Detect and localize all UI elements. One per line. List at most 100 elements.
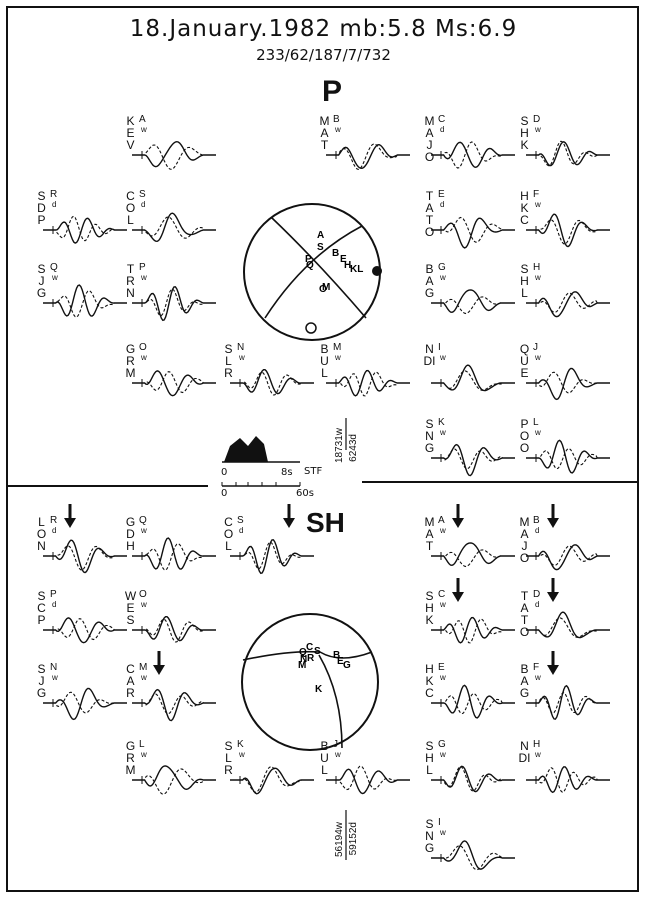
station-code: SLR — [224, 739, 233, 777]
p-section-label: P — [322, 75, 343, 108]
station-record-type: w — [535, 750, 541, 759]
station-letter: J — [333, 739, 338, 750]
station-record-type: w — [440, 673, 446, 682]
station-code: WES — [124, 589, 137, 627]
p-sphere-station-label: P — [305, 254, 312, 265]
station-code: SNG — [424, 417, 435, 455]
waveform-trace — [230, 766, 314, 795]
figure-frame — [6, 6, 639, 892]
p-sphere-station-label: E — [340, 254, 347, 265]
waveform-trace — [431, 616, 515, 644]
station-record-type: w — [239, 750, 245, 759]
synthetic-waveform — [526, 545, 610, 566]
station-record-type: d — [141, 200, 146, 209]
waveform-trace — [326, 369, 410, 397]
sh-sphere-station-label: N — [300, 654, 307, 665]
synthetic-waveform — [526, 140, 610, 167]
sh-amplitude-d: 59152d — [348, 822, 359, 856]
station-letter: G — [438, 739, 446, 750]
synthetic-waveform — [431, 765, 515, 792]
waveform-trace — [431, 840, 515, 871]
station-code: BAG — [424, 262, 435, 300]
observed-waveform — [431, 289, 515, 314]
station-code: TATO — [519, 589, 530, 639]
observed-waveform — [431, 443, 515, 477]
sh-section-label: SH — [306, 507, 345, 538]
arrow-down-icon — [547, 651, 559, 675]
waveform-trace — [43, 539, 127, 574]
station-code: COL — [125, 189, 136, 227]
figure-title: 18.January.1982 mb:5.8 Ms:6.9 — [129, 16, 518, 42]
station-code: MAT — [424, 515, 435, 553]
station-letter: K — [438, 417, 445, 428]
observed-waveform — [132, 537, 216, 570]
observed-waveform — [526, 213, 610, 248]
synthetic-waveform — [230, 371, 314, 396]
waveform-trace — [431, 765, 515, 793]
arrow-down-icon — [452, 504, 464, 528]
sh-sphere-station-label: M — [298, 660, 306, 671]
p-sphere-station-label: B — [332, 248, 339, 259]
station-code: HKC — [425, 662, 434, 700]
station-letter: S — [237, 515, 244, 526]
synthetic-waveform — [132, 693, 216, 715]
synthetic-waveform — [132, 618, 216, 643]
station-record-type: w — [440, 526, 446, 535]
station-code: CAR — [126, 662, 135, 700]
waveform-trace — [326, 143, 410, 170]
waveform-trace — [230, 539, 314, 575]
waveform-trace — [431, 684, 515, 719]
synthetic-waveform — [431, 370, 515, 391]
station-record-type: w — [440, 353, 446, 362]
p-sphere-station-label: Q — [306, 260, 314, 271]
waveform-trace — [526, 544, 610, 571]
p-nodal-plane-1 — [271, 217, 367, 319]
station-letter: Q — [139, 515, 147, 526]
station-code: SHK — [520, 114, 529, 152]
station-letter: M — [333, 342, 342, 353]
station-code: SLR — [224, 342, 233, 380]
station-letter: N — [237, 342, 245, 353]
synthetic-waveform — [43, 618, 127, 641]
synthetic-waveform — [431, 448, 515, 470]
p-nodal-plane-2 — [264, 225, 363, 319]
synthetic-waveform — [132, 144, 216, 170]
station-record-type: w — [141, 125, 147, 134]
synthetic-waveform — [431, 549, 515, 568]
observed-waveform — [526, 766, 610, 794]
synthetic-waveform — [132, 543, 216, 571]
station-code: SJG — [36, 662, 47, 700]
observed-waveform — [43, 539, 127, 574]
station-record-type: w — [535, 353, 541, 362]
station-code: SHL — [425, 739, 434, 777]
station-letter: H — [533, 262, 541, 273]
station-code: MAJO — [519, 515, 530, 565]
station-letter: D — [533, 114, 541, 125]
waveform-trace — [43, 617, 127, 644]
observed-waveform — [132, 140, 216, 168]
p-sphere-station-label: S — [317, 242, 324, 253]
observed-waveform — [526, 544, 610, 571]
observed-waveform — [43, 217, 127, 244]
source-time-function — [224, 436, 268, 462]
waveform-trace — [526, 140, 610, 167]
observed-waveform — [326, 369, 410, 397]
observed-waveform — [132, 765, 216, 791]
station-letter: B — [333, 114, 340, 125]
station-code: NDI — [423, 342, 436, 368]
arrow-down-icon — [64, 504, 76, 528]
waveform-trace — [431, 364, 515, 392]
stf-tick-60s: 60s — [296, 488, 314, 499]
observed-waveform — [132, 212, 216, 243]
observed-waveform — [431, 141, 515, 169]
waveform-trace — [526, 213, 610, 248]
station-letter: J — [533, 342, 538, 353]
arrow-down-icon — [452, 578, 464, 602]
station-code: SJG — [36, 262, 47, 300]
waveform-trace — [43, 687, 127, 721]
station-record-type: w — [535, 273, 541, 282]
observed-waveform — [431, 840, 515, 870]
station-code: COL — [223, 515, 234, 553]
observed-waveform — [230, 767, 314, 795]
p-dilatation-marker — [305, 322, 317, 334]
